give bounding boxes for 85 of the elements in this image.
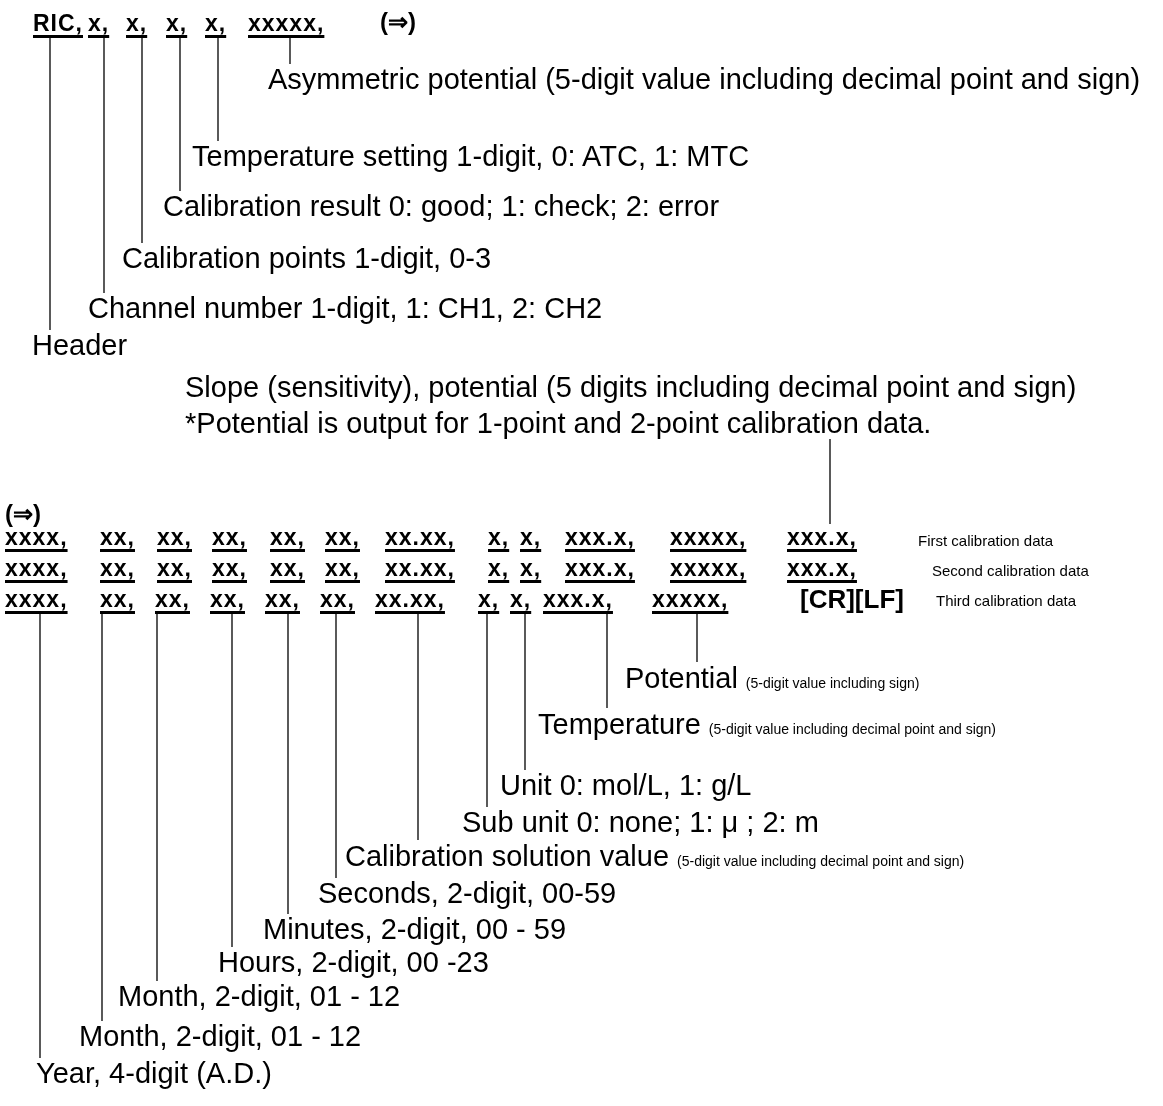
- data-field: xxx.x,: [787, 524, 857, 550]
- data-field: xx,: [325, 524, 360, 550]
- data-field: xx,: [212, 524, 247, 550]
- data-field: x,: [510, 586, 532, 612]
- data-field: xx.xx,: [385, 555, 455, 581]
- row-label: Third calibration data: [936, 592, 1077, 609]
- data-field: xx,: [265, 586, 300, 612]
- leader-line: [156, 611, 158, 982]
- data-field: xx,: [157, 555, 192, 581]
- field-description: Calibration result 0: good; 1: check; 2: error: [163, 191, 720, 222]
- leader-line: [606, 611, 608, 709]
- data-field: xx,: [325, 555, 360, 581]
- data-field: xx.xx,: [385, 524, 455, 550]
- data-field: xx,: [210, 586, 245, 612]
- leader-line: [103, 35, 105, 294]
- data-field: xx,: [157, 524, 192, 550]
- leader-line: [101, 611, 103, 1022]
- field-description: Minutes, 2-digit, 00 - 59: [263, 914, 567, 945]
- data-field: x,: [488, 555, 510, 581]
- data-field: xx,: [270, 555, 305, 581]
- field-description: Potential: [625, 662, 738, 695]
- data-field: xxxxx,: [670, 555, 747, 581]
- data-field: xxx.x,: [543, 586, 613, 612]
- data-field: xx,: [320, 586, 355, 612]
- leader-line: [335, 611, 337, 879]
- field-description: Year, 4-digit (A.D.): [36, 1058, 272, 1089]
- data-field: x,: [478, 586, 500, 612]
- data-field: xx,: [100, 586, 135, 612]
- data-field: x,: [488, 524, 510, 550]
- leader-line: [39, 611, 41, 1059]
- data-field: x,: [166, 10, 188, 36]
- terminator-code: [CR][LF]: [800, 584, 904, 615]
- field-description: Sub unit 0: none; 1: μ ; 2: m: [462, 807, 819, 838]
- leader-line: [231, 611, 233, 948]
- field-description: Calibration points 1-digit, 0-3: [122, 243, 492, 274]
- leader-line: [524, 611, 526, 771]
- data-field: xxx.x,: [565, 524, 635, 550]
- data-field: x,: [520, 524, 542, 550]
- field-description: Header: [32, 330, 128, 361]
- footnote: *Potential is output for 1-point and 2-point calibration data.: [185, 408, 933, 439]
- data-field: x,: [88, 10, 110, 36]
- data-field: xxx.x,: [787, 555, 857, 581]
- format-note: (5-digit value including decimal point and sign): [708, 721, 996, 737]
- leader-line: [49, 35, 51, 331]
- data-field: x,: [126, 10, 148, 36]
- leader-line: [287, 611, 289, 915]
- data-field: xx,: [100, 524, 135, 550]
- leader-line: [696, 611, 698, 663]
- data-field: xx,: [100, 555, 135, 581]
- format-note: (5-digit value including sign): [745, 675, 920, 691]
- data-field: xx,: [270, 524, 305, 550]
- field-description: Hours, 2-digit, 00 -23: [218, 947, 489, 978]
- data-field: xx,: [212, 555, 247, 581]
- field-description: Channel number 1-digit, 1: CH1, 2: CH2: [88, 293, 603, 324]
- field-description: Calibration solution value: [345, 840, 670, 873]
- data-field: RIC,: [33, 10, 83, 36]
- data-field: xxx.x,: [565, 555, 635, 581]
- continuation-mark: (⇒): [380, 8, 416, 36]
- row-label: First calibration data: [918, 532, 1054, 549]
- field-description: Month, 2-digit, 01 - 12: [118, 981, 401, 1012]
- data-field: xxxxx,: [652, 586, 729, 612]
- leader-line: [486, 611, 488, 808]
- data-field: xxxx,: [5, 555, 68, 581]
- data-field: xx.xx,: [375, 586, 445, 612]
- field-description: Temperature: [538, 708, 701, 741]
- field-description: Slope (sensitivity), potential (5 digits including decimal point and sign): [185, 372, 1078, 403]
- leader-line: [217, 35, 219, 142]
- field-description: Seconds, 2-digit, 00-59: [318, 878, 617, 909]
- field-description: Temperature setting 1-digit, 0: ATC, 1: MTC: [192, 141, 750, 172]
- field-description: Asymmetric potential (5-digit value including decimal point and sign): [268, 64, 1148, 95]
- leader-line: [289, 35, 291, 65]
- format-note: (5-digit value including decimal point and sign): [677, 853, 965, 869]
- row-label: Second calibration data: [932, 562, 1089, 579]
- data-field: x,: [520, 555, 542, 581]
- leader-line: [179, 35, 181, 192]
- data-field: xxxxx,: [670, 524, 747, 550]
- data-field: x,: [205, 10, 227, 36]
- field-description: Unit 0: mol/L, 1: g/L: [500, 770, 752, 801]
- leader-line: [417, 611, 419, 841]
- data-field: xxxxx,: [248, 10, 325, 36]
- field-description: Month, 2-digit, 01 - 12: [79, 1021, 362, 1052]
- leader-line: [141, 35, 143, 244]
- data-field: xx,: [155, 586, 190, 612]
- leader-line: [829, 438, 831, 525]
- data-field: xxxx,: [5, 586, 68, 612]
